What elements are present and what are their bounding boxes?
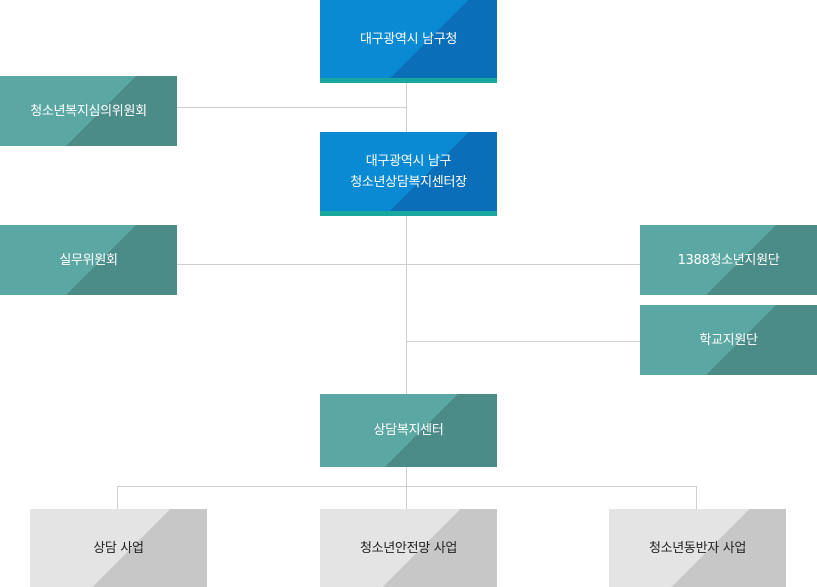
center-box: 상담복지센터 <box>320 394 497 467</box>
connector-program-left <box>117 486 118 509</box>
school-support-box: 학교지원단 <box>640 305 817 375</box>
working-committee-box: 실무위원회 <box>0 225 177 295</box>
connector-working-support <box>177 264 640 265</box>
org-top-label: 대구광역시 남구청 <box>359 31 458 47</box>
connector-program-right <box>696 486 697 509</box>
center-label: 상담복지센터 <box>373 423 444 438</box>
connector-program-middle <box>406 486 407 509</box>
working-committee-label: 실무위원회 <box>59 252 118 268</box>
connector-main-vertical <box>406 82 407 486</box>
connector-school-support <box>406 341 640 342</box>
support-1388-label: 1388청소년지원단 <box>677 252 780 268</box>
program-box-safety-net: 청소년안전망 사업 <box>320 509 497 587</box>
support-1388-box: 1388청소년지원단 <box>640 225 817 295</box>
program-box-companion: 청소년동반자 사업 <box>609 509 786 587</box>
center-head-box: 대구광역시 남구 청소년상담복지센터장 <box>320 132 497 216</box>
org-top-box: 대구광역시 남구청 <box>320 0 497 83</box>
connector-programs-horizontal <box>117 486 697 487</box>
program-label-safety-net: 청소년안전망 사업 <box>359 540 458 556</box>
center-head-label: 대구광역시 남구 청소년상담복지센터장 <box>350 153 467 190</box>
program-label-counseling: 상담 사업 <box>93 540 144 556</box>
welfare-committee-label: 청소년복지심의위원회 <box>30 103 147 119</box>
program-box-counseling: 상담 사업 <box>30 509 207 587</box>
school-support-label: 학교지원단 <box>699 332 758 348</box>
welfare-committee-box: 청소년복지심의위원회 <box>0 76 177 146</box>
connector-welfare-committee <box>177 107 406 108</box>
program-label-companion: 청소년동반자 사업 <box>648 540 747 556</box>
